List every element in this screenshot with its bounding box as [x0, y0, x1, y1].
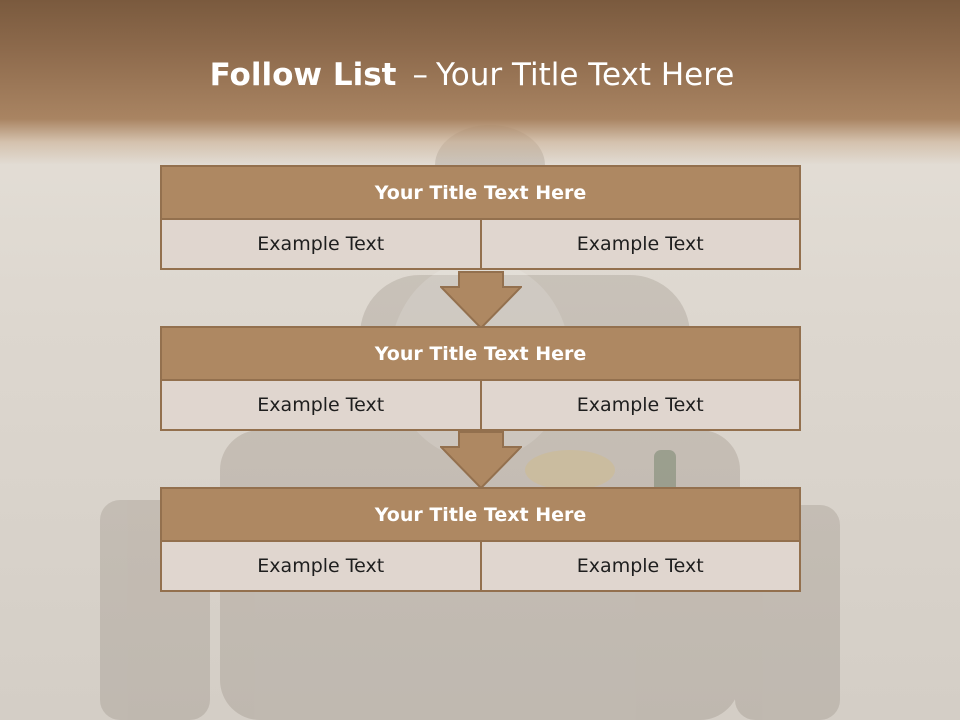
down-arrow-icon: [440, 271, 522, 329]
down-arrow-icon: [440, 431, 522, 489]
step-block-1: Your Title Text Here Example Text Exampl…: [160, 165, 801, 270]
step-cell-left: Example Text: [160, 381, 482, 431]
step-title: Your Title Text Here: [160, 165, 801, 220]
step-cell-left: Example Text: [160, 220, 482, 270]
step-block-3: Your Title Text Here Example Text Exampl…: [160, 487, 801, 592]
step-cell-left: Example Text: [160, 542, 482, 592]
slide-title-bold: Follow List: [209, 57, 397, 93]
step-title: Your Title Text Here: [160, 326, 801, 381]
slide-title: Follow List–Your Title Text Here: [0, 52, 944, 98]
slide-title-separator: –: [412, 57, 428, 93]
step-row: Example Text Example Text: [160, 220, 801, 270]
step-cell-right: Example Text: [481, 220, 801, 270]
step-block-2: Your Title Text Here Example Text Exampl…: [160, 326, 801, 431]
title-banner: [0, 0, 960, 165]
slide-title-rest: Your Title Text Here: [435, 57, 735, 93]
step-title: Your Title Text Here: [160, 487, 801, 542]
step-row: Example Text Example Text: [160, 542, 801, 592]
step-cell-right: Example Text: [481, 542, 801, 592]
step-cell-right: Example Text: [481, 381, 801, 431]
step-row: Example Text Example Text: [160, 381, 801, 431]
